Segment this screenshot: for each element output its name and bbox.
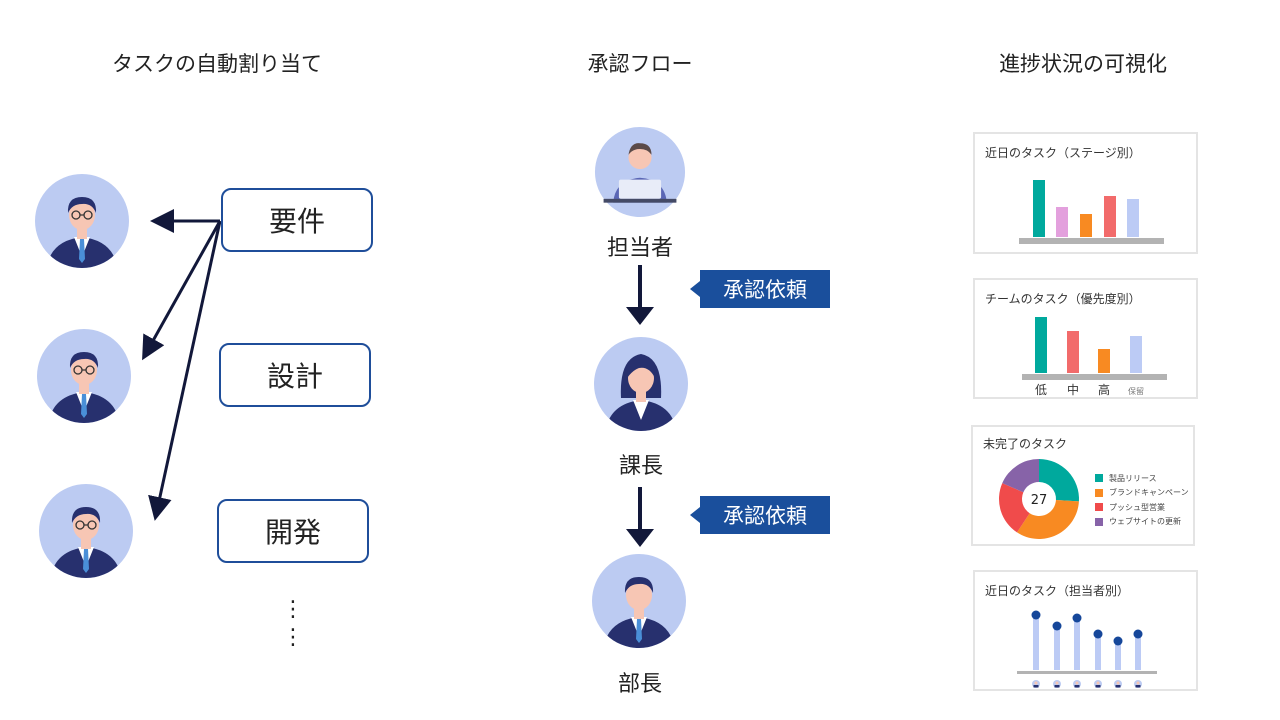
assignee-lollipop-chart — [1017, 610, 1157, 688]
donut-slice — [1002, 459, 1039, 493]
person-avatar-icon — [39, 484, 133, 578]
lollipop-stem — [1115, 644, 1121, 670]
arrow-to-person-2 — [142, 220, 222, 361]
bar — [1035, 317, 1047, 373]
x-axis — [1017, 671, 1157, 674]
stage-bar-chart — [1019, 180, 1164, 244]
lollipop-stem — [1074, 621, 1080, 670]
ellipsis-icon: ⋮⋮ — [282, 597, 304, 650]
donut-slice — [1017, 499, 1079, 539]
task-box-requirements: 要件 — [221, 188, 373, 252]
assignee-tasks-card: 近日のタスク（担当者別） — [973, 570, 1198, 691]
donut-slice — [999, 483, 1030, 533]
legend-item: ブランドキャンペーン — [1095, 486, 1189, 501]
lollipop-stem — [1135, 637, 1141, 670]
down-arrow-icon — [626, 265, 654, 325]
lollipop-dot — [1113, 636, 1123, 646]
task-box-design: 設計 — [219, 343, 371, 407]
department-head-avatar-icon — [592, 554, 686, 648]
down-arrow-icon — [626, 487, 654, 547]
bar — [1130, 336, 1142, 373]
person-avatar-icon — [37, 329, 131, 423]
lollipop-dot — [1093, 629, 1103, 639]
open-tasks-card: 未完了のタスク 27 製品リリース ブランドキャンペーン プッシュ型営業 ウェブ… — [971, 425, 1195, 546]
role-label-department-head: 部長 — [617, 672, 663, 697]
bar — [1098, 349, 1110, 373]
legend-item: プッシュ型営業 — [1095, 500, 1189, 515]
card-title: 近日のタスク（担当者別） — [985, 584, 1130, 598]
card-title: 未完了のタスク — [983, 437, 1068, 451]
approval-request-badge: 承認依頼 — [690, 270, 830, 308]
tick-label: 高 — [1098, 382, 1110, 397]
open-tasks-donut-chart: 27 — [999, 459, 1079, 539]
tick-label: 保留 — [1128, 386, 1144, 396]
lollipop-stem — [1054, 629, 1060, 670]
lollipop-dot — [1133, 629, 1143, 639]
arrow-to-person-3 — [148, 220, 222, 521]
bar — [1080, 214, 1092, 237]
x-axis — [1019, 238, 1164, 244]
card-title: チームのタスク（優先度別） — [985, 292, 1141, 306]
stage-tasks-card: 近日のタスク（ステージ別） — [973, 132, 1198, 254]
lollipop-stem — [1033, 618, 1039, 670]
tick-label: 中 — [1067, 382, 1079, 397]
legend-item: ウェブサイトの更新 — [1095, 515, 1189, 530]
donut-center-label: 27 — [1031, 493, 1048, 508]
card-title: 近日のタスク（ステージ別） — [985, 146, 1141, 160]
progress-section-title: 進捗状況の可視化 — [999, 52, 1167, 76]
bar — [1033, 180, 1045, 237]
bar — [1067, 331, 1079, 373]
assign-section-title: タスクの自動割り当て — [112, 52, 322, 76]
priority-tasks-card: チームのタスク（優先度別） 低 中 高 保留 — [973, 278, 1198, 399]
lollipop-dot — [1072, 613, 1082, 623]
priority-bar-chart: 低 中 高 保留 — [1022, 317, 1167, 397]
donut-legend: 製品リリース ブランドキャンペーン プッシュ型営業 ウェブサイトの更新 — [1095, 471, 1189, 529]
tick-label: 低 — [1035, 383, 1047, 397]
x-axis — [1022, 374, 1167, 380]
bar — [1104, 196, 1116, 237]
role-label-staff: 担当者 — [606, 236, 674, 261]
lollipop-stem — [1095, 637, 1101, 670]
legend-item: 製品リリース — [1095, 471, 1189, 486]
donut-slice — [1039, 459, 1079, 502]
role-label-section-chief: 課長 — [618, 454, 664, 479]
person-avatar-icon — [35, 174, 129, 268]
task-box-development: 開発 — [217, 499, 369, 563]
bar — [1056, 207, 1068, 237]
lollipop-dot — [1052, 621, 1062, 631]
bar — [1127, 199, 1139, 237]
approval-section-title: 承認フロー — [587, 52, 693, 76]
approval-request-badge: 承認依頼 — [690, 496, 830, 534]
section-chief-avatar-icon — [594, 337, 688, 431]
worker-at-laptop-avatar-icon — [594, 126, 686, 218]
lollipop-dot — [1031, 610, 1041, 620]
